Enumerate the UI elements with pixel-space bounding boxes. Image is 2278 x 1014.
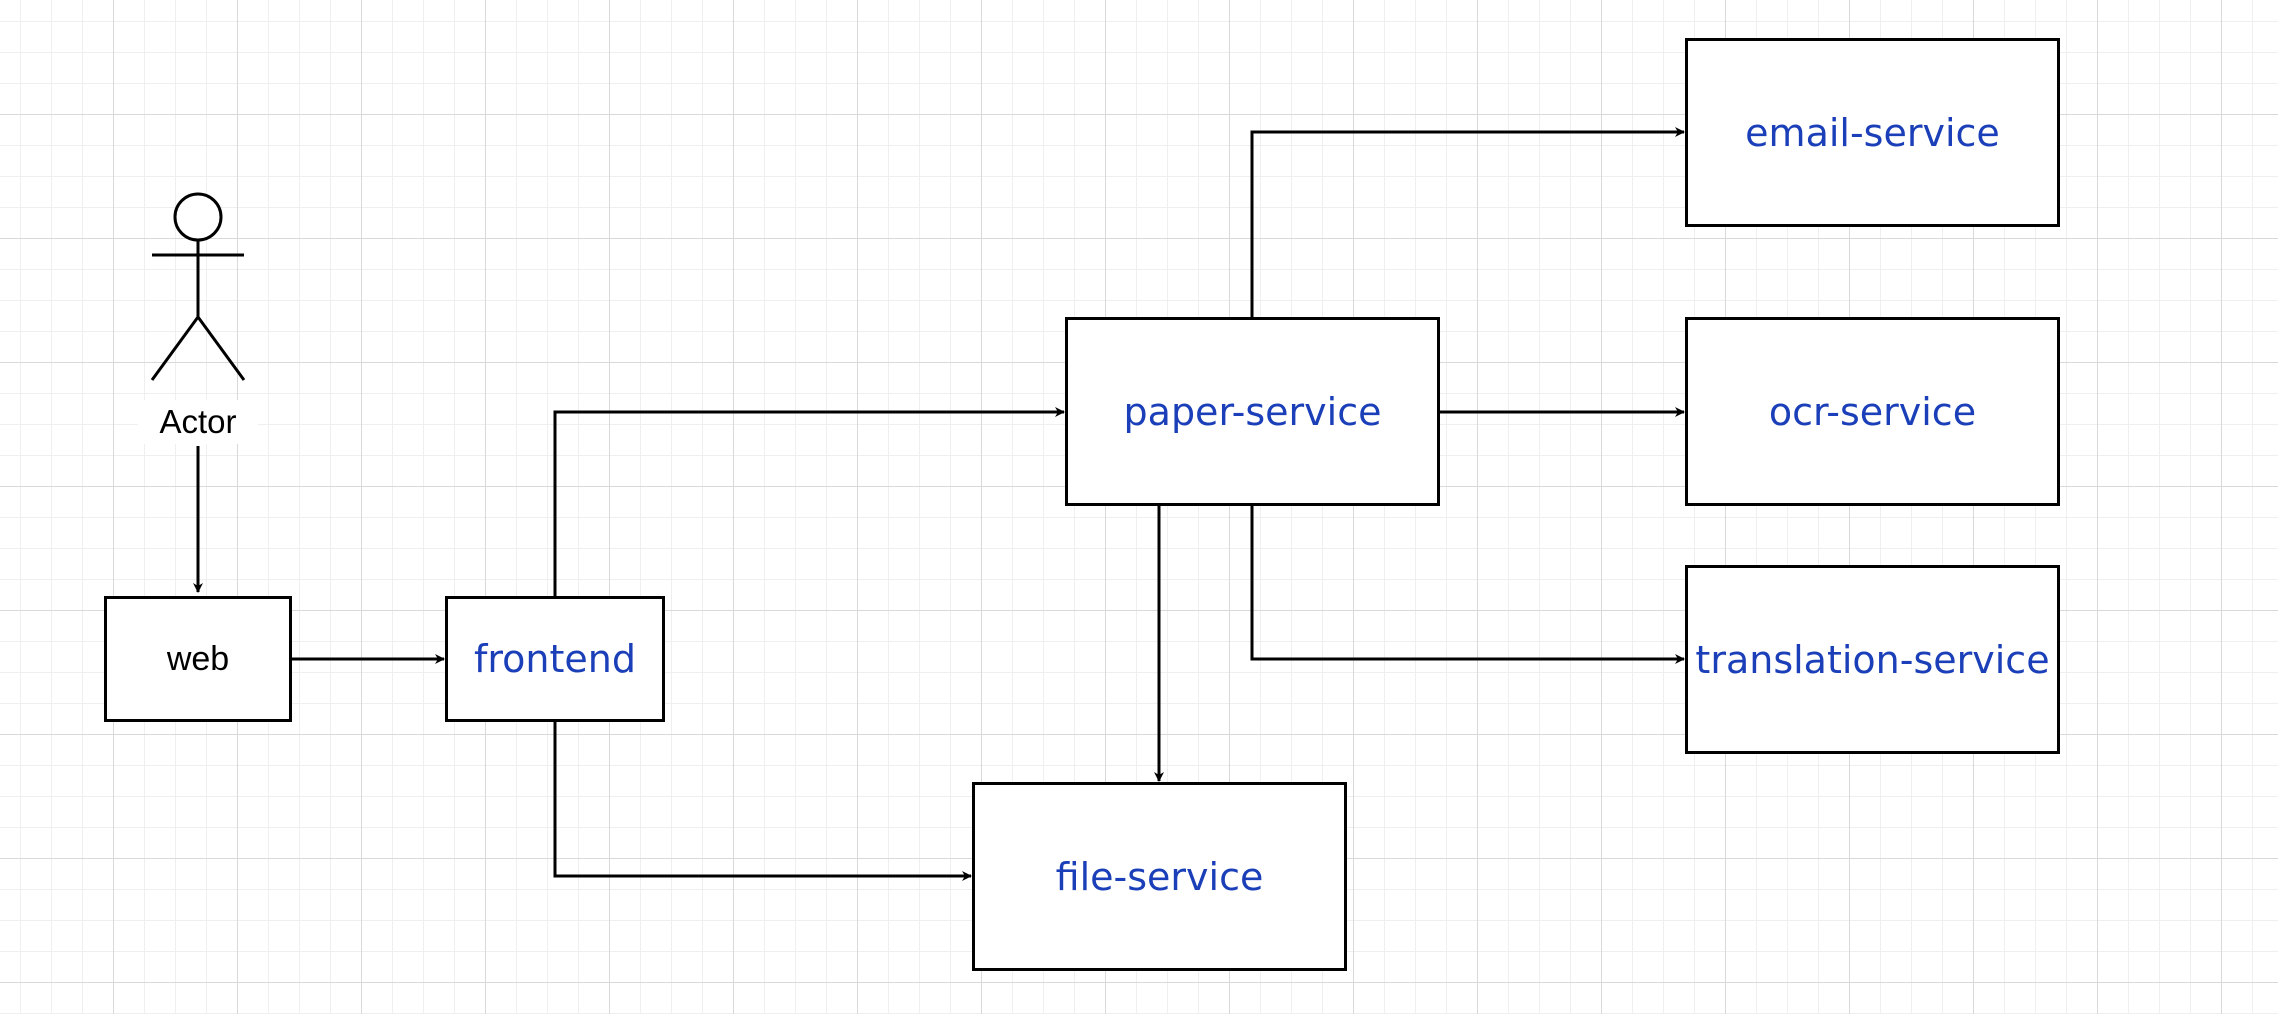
actor-icon[interactable] <box>150 192 246 384</box>
node-frontend-label: frontend <box>474 637 636 681</box>
node-translation-service-label: translation-service <box>1695 637 2050 682</box>
node-ocr-service[interactable]: ocr-service <box>1685 317 2060 506</box>
edge-paper-to-translation-service[interactable] <box>1250 505 1685 664</box>
node-frontend[interactable]: frontend <box>445 596 665 722</box>
node-file-service-label: file-service <box>1055 854 1264 899</box>
edge-frontend-to-file-service[interactable] <box>553 721 972 881</box>
edge-paper-to-email-service[interactable] <box>1250 127 1685 318</box>
node-paper-service-label: paper-service <box>1123 389 1382 434</box>
actor-label: Actor <box>138 400 258 444</box>
node-email-service[interactable]: email-service <box>1685 38 2060 227</box>
node-web[interactable]: web <box>104 596 292 722</box>
node-paper-service[interactable]: paper-service <box>1065 317 1440 506</box>
node-web-label: web <box>166 639 230 678</box>
node-file-service[interactable]: file-service <box>972 782 1347 971</box>
node-ocr-service-label: ocr-service <box>1768 389 1977 434</box>
edge-frontend-to-paper-service[interactable] <box>553 407 1065 597</box>
node-translation-service[interactable]: translation-service <box>1685 565 2060 754</box>
node-email-service-label: email-service <box>1745 110 2000 155</box>
